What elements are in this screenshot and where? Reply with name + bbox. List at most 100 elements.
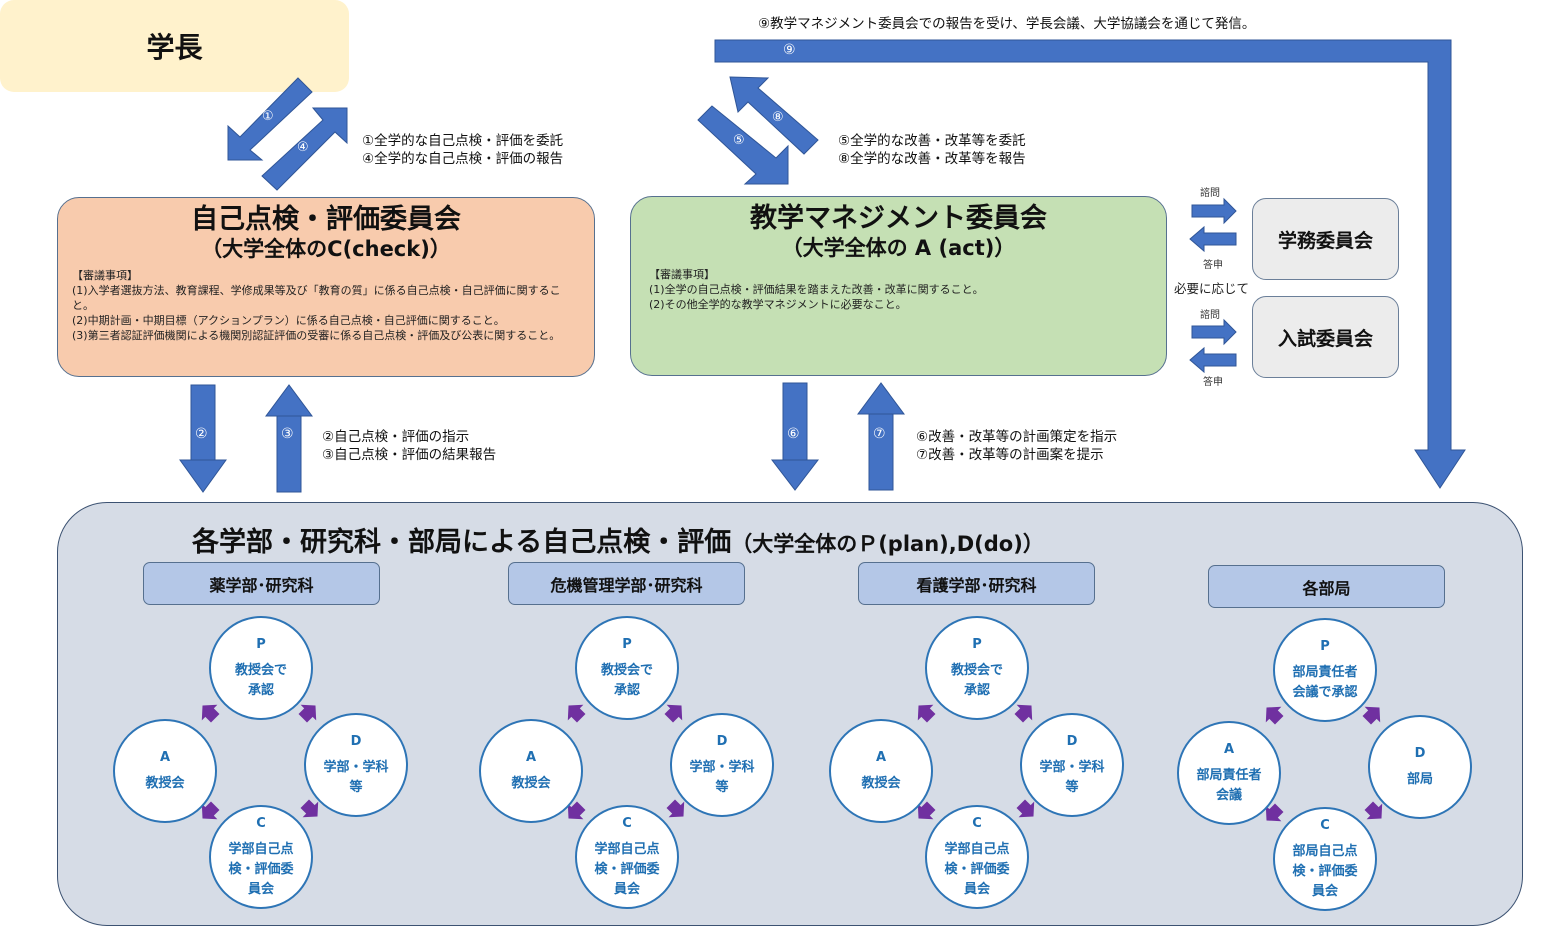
arrow-d-to-c	[666, 799, 685, 818]
note-3: ③自己点検・評価の結果報告	[322, 447, 497, 463]
arrow-6-head	[770, 459, 820, 491]
pdca-letter: C	[1320, 818, 1330, 833]
pdca-label: 部局	[1406, 772, 1433, 787]
arrow-a-to-p	[1265, 706, 1284, 725]
arrow-7-shaft	[868, 413, 894, 491]
mgmt-committee: 教学マネジメント委員会 （大学全体の A (act)） 【審議事項】 (1)全学…	[630, 196, 1167, 376]
pdca-node-c: C 部局自己点 検・評価委 員会	[1273, 807, 1377, 911]
note-6-7: ⑥改善・改革等の計画策定を指示 ⑦改善・改革等の計画案を提示	[916, 428, 1117, 464]
pdca-letter: P	[256, 637, 266, 652]
dept-name: 危機管理学部･研究科	[550, 575, 703, 595]
pdca-letter: C	[972, 816, 982, 831]
arrow-4-number: ④	[297, 140, 309, 155]
pdca-node-a: A 教授会	[479, 719, 583, 823]
note-4: ④全学的な自己点検・評価の報告	[362, 151, 564, 167]
arrow-3-number: ③	[281, 426, 294, 442]
arrow-8	[729, 76, 819, 155]
pdca-label: 教授会で 承認	[600, 663, 653, 698]
arrow-8-number: ⑧	[772, 110, 784, 125]
report-arrow-nyushi	[1189, 346, 1237, 374]
pdca-label: 教授会	[145, 776, 185, 791]
consult-arrow-nyushi	[1191, 318, 1237, 346]
pdca-label: 部局自己点 検・評価委 員会	[1292, 844, 1358, 899]
pdca-node-d: D 学部・学科 等	[304, 713, 408, 817]
pdca-letter: D	[716, 734, 728, 749]
pdca-letter: D	[1414, 746, 1426, 761]
arrow-5	[697, 105, 789, 185]
pdca-label: 教授会	[511, 776, 551, 791]
agenda-item: (1)入学者選抜方法、教育課程、学修成果等及び「教育の質」に係る自己点検・自己評…	[72, 284, 561, 312]
arrow-2-head	[179, 459, 227, 493]
gakumu-committee: 学務委員会	[1252, 198, 1399, 280]
pdca-letter: A	[525, 750, 537, 765]
arrow-3-shaft	[276, 415, 302, 493]
pdca-node-p: P 教授会で 承認	[925, 616, 1029, 720]
arrow-c-to-a	[567, 801, 586, 820]
pdca-label: 学部・学科 等	[1039, 760, 1105, 795]
pdca-label: 学部・学科 等	[323, 760, 389, 795]
pdca-letter: D	[350, 734, 362, 749]
dept-tab-pharmacy: 薬学部･研究科	[143, 562, 380, 605]
agenda-item: (2)その他全学的な教学マネジメントに必要なこと。	[649, 298, 907, 311]
pdca-node-d: D 学部・学科 等	[1020, 713, 1124, 817]
nyushi-label: 入試委員会	[1277, 327, 1373, 350]
report-label-gakumu: 答申	[1203, 260, 1223, 271]
consult-label-nyushi: 諮問	[1200, 310, 1220, 321]
arrow-c-to-a	[1265, 803, 1284, 822]
mgmt-title: 教学マネジメント委員会	[750, 203, 1047, 234]
president-box: 学長	[0, 0, 349, 92]
panel-title-suffix: （大学全体のＰ(plan),D(do)）	[731, 532, 1044, 556]
pdca-label: 学部自己点 検・評価委 員会	[594, 842, 660, 897]
self-eval-subtitle: （大学全体のC(check)）	[201, 237, 451, 261]
pdca-letter: C	[256, 816, 266, 831]
note-7: ⑦改善・改革等の計画案を提示	[916, 447, 1104, 463]
pdca-label: 教授会で 承認	[234, 663, 287, 698]
president-label: 学長	[146, 31, 203, 64]
department-panel-title: 各学部・研究科・部局による自己点検・評価（大学全体のＰ(plan),D(do)）	[192, 520, 1044, 559]
arrow-d-to-c	[300, 799, 319, 818]
arrow-2-number: ②	[195, 426, 208, 442]
arrow-9-number: ⑨	[783, 42, 796, 58]
note-2-3: ②自己点検・評価の指示 ③自己点検・評価の結果報告	[322, 428, 496, 464]
dept-tab-crisis-mgmt: 危機管理学部･研究科	[508, 562, 745, 605]
arrow-p-to-d	[664, 704, 683, 723]
arrow-1-number: ①	[262, 109, 274, 124]
pdca-letter: C	[622, 816, 632, 831]
report-label-nyushi: 答申	[1203, 377, 1223, 388]
pdca-letter: A	[875, 750, 887, 765]
pdca-label: 学部自己点 検・評価委 員会	[228, 842, 294, 897]
mgmt-subtitle: （大学全体の A (act)）	[781, 236, 1016, 260]
arrow-3-head	[265, 384, 313, 417]
pdca-label: 教授会で 承認	[950, 663, 1003, 698]
pdca-node-d: D 部局	[1368, 715, 1472, 819]
agenda-heading: 【審議事項】	[649, 268, 715, 281]
mgmt-agenda: 【審議事項】 (1)全学の自己点検・評価結果を踏まえた改善・改革に関すること。 …	[631, 267, 1166, 312]
pdca-label: 部局責任者 会議	[1196, 768, 1262, 803]
note-5-8: ⑤全学的な改善・改革等を委託 ⑧全学的な改善・改革等を報告	[838, 132, 1026, 168]
note-8: ⑧全学的な改善・改革等を報告	[838, 151, 1026, 167]
pdca-letter: P	[622, 637, 632, 652]
pdca-letter: D	[1066, 734, 1078, 749]
pdca-node-a: A 部局責任者 会議	[1177, 721, 1281, 825]
pdca-node-c: C 学部自己点 検・評価委 員会	[209, 805, 313, 909]
arrow-1	[227, 77, 313, 161]
arrow-7-number: ⑦	[873, 426, 886, 442]
note-2: ②自己点検・評価の指示	[322, 429, 470, 445]
agenda-item: (1)全学の自己点検・評価結果を踏まえた改善・改革に関すること。	[649, 283, 984, 296]
consult-label-gakumu: 諮問	[1200, 188, 1220, 199]
pdca-letter: P	[972, 637, 982, 652]
pdca-label: 教授会	[861, 776, 901, 791]
nyushi-committee: 入試委員会	[1252, 296, 1399, 378]
arrow-p-to-d	[1362, 706, 1381, 725]
note-1: ①全学的な自己点検・評価を委託	[362, 133, 564, 149]
note-1-4: ①全学的な自己点検・評価を委託 ④全学的な自己点検・評価の報告	[362, 132, 563, 168]
agenda-item: (3)第三者認証評価機関による機関別認証評価の受審に係る自己点検・評価及び公表に…	[72, 329, 561, 342]
dept-name: 各部局	[1302, 578, 1351, 598]
pdca-node-p: P 教授会で 承認	[575, 616, 679, 720]
arrow-d-to-c	[1016, 799, 1035, 818]
gakumu-label: 学務委員会	[1277, 229, 1373, 252]
pdca-letter: A	[1223, 742, 1235, 757]
top-note: ⑨教学マネジメント委員会での報告を受け、学長会議、大学協議会を通じて発信。	[758, 16, 1256, 32]
